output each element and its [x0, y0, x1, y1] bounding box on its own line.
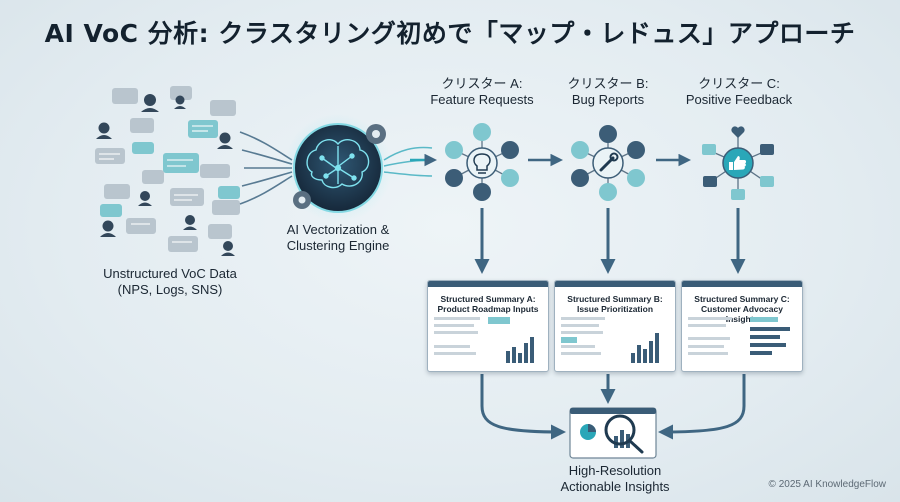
- merge-arrows: [480, 374, 746, 440]
- summary-b-title: Structured Summary B: Issue Prioritizati…: [555, 294, 675, 314]
- engine-line2: Clustering Engine: [286, 238, 390, 253]
- page-title: AI VoC 分析: クラスタリング初めで「マップ・レドュス」アプローチ: [44, 19, 856, 48]
- engine-label: AI Vectorization & Clustering Engine: [268, 222, 408, 254]
- cluster-a-name: クリスター A:: [441, 76, 523, 91]
- summary-a-line1: Structured Summary A:: [440, 294, 536, 304]
- down-arrows: [474, 208, 746, 274]
- summary-c-title: Structured Summary C: Customer Advocacy …: [682, 294, 802, 324]
- summary-b-graphic: [561, 317, 659, 363]
- insights-dashboard: [569, 407, 657, 459]
- ai-engine: [284, 114, 392, 222]
- source-line1: Unstructured VoC Data: [103, 266, 237, 281]
- summary-c-graphic: [688, 317, 790, 355]
- summary-a-title: Structured Summary A: Product Roadmap In…: [428, 294, 548, 314]
- summary-b-line2: Issue Prioritization: [576, 304, 654, 314]
- brain-icon: [306, 139, 370, 189]
- copyright-text: © 2025 AI KnowledgeFlow: [768, 479, 886, 490]
- cluster-a-topic: Feature Requests: [430, 92, 534, 107]
- cluster-c-graph: [702, 126, 774, 200]
- source-line2: (NPS, Logs, SNS): [117, 282, 223, 297]
- source-label: Unstructured VoC Data (NPS, Logs, SNS): [95, 266, 245, 298]
- cluster-c-topic: Positive Feedback: [685, 92, 793, 107]
- thumbs-up-icon: [729, 156, 747, 170]
- engine-line1: AI Vectorization &: [286, 222, 390, 237]
- cluster-a-label: クリスター A: Feature Requests: [422, 76, 542, 108]
- cluster-c-name: クリスター C:: [698, 76, 780, 91]
- cluster-c-label: クリスター C: Positive Feedback: [676, 76, 802, 108]
- summary-b-line1: Structured Summary B:: [567, 294, 663, 304]
- summary-card-a: Structured Summary A: Product Roadmap In…: [427, 280, 549, 372]
- output-label: High-Resolution Actionable Insights: [540, 463, 690, 495]
- output-line1: High-Resolution: [568, 463, 662, 478]
- cluster-a-graph: [445, 123, 519, 201]
- cluster-b-graph: [571, 125, 645, 201]
- heart-icon: [731, 126, 745, 138]
- summary-c-line2: Customer Advocacy Insights: [701, 304, 783, 324]
- wrench-icon: [599, 152, 619, 172]
- summary-a-line2: Product Roadmap Inputs: [437, 304, 539, 314]
- magnifier-icon: [604, 414, 644, 454]
- gear-icon: [293, 124, 386, 209]
- summary-a-graphic: [434, 317, 534, 363]
- summary-c-line1: Structured Summary C:: [694, 294, 790, 304]
- summary-card-c: Structured Summary C: Customer Advocacy …: [681, 280, 803, 372]
- output-line2: Actionable Insights: [560, 479, 670, 494]
- cluster-b-label: クリスター B: Bug Reports: [548, 76, 668, 108]
- summary-card-b: Structured Summary B: Issue Prioritizati…: [554, 280, 676, 372]
- voc-data-cloud: [95, 86, 240, 256]
- cluster-b-topic: Bug Reports: [571, 92, 645, 107]
- cluster-b-name: クリスター B:: [567, 76, 649, 91]
- lightbulb-icon: [473, 153, 491, 174]
